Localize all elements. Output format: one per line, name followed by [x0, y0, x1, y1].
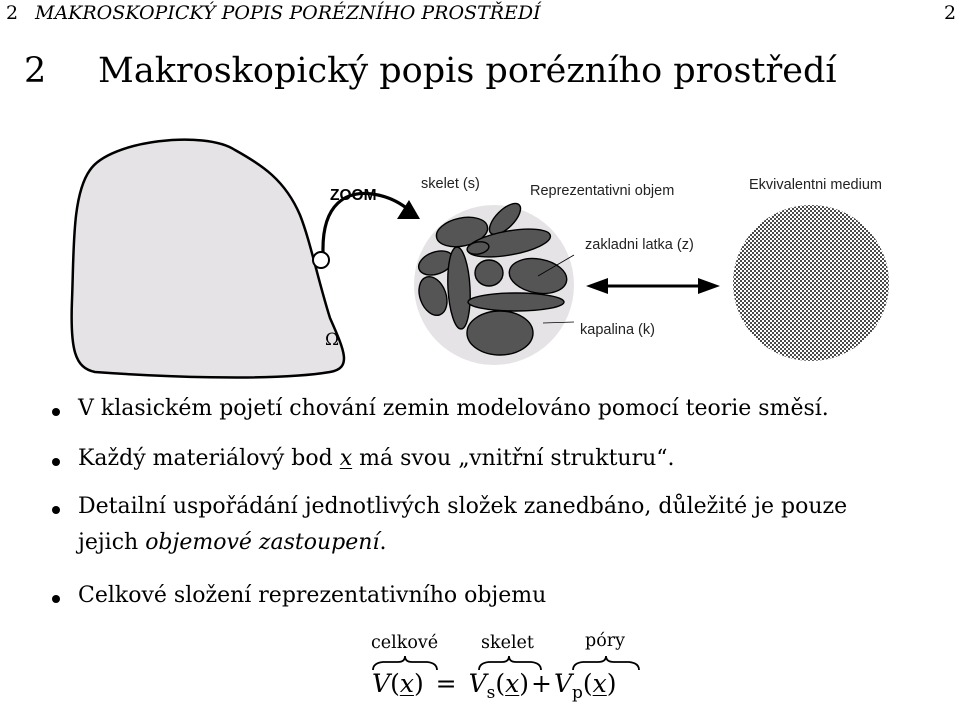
fluid-label: kapalina (k): [580, 322, 655, 338]
paren-right: ): [413, 669, 424, 698]
brace-skeleton: [478, 655, 542, 671]
omega-label: Ω: [325, 330, 340, 350]
section-title: Makroskopický popis porézního prostředí: [98, 51, 837, 91]
volume-equation: V(x) = Vs(x)+Vp(x): [372, 669, 617, 703]
running-header-section-number: 2: [6, 2, 19, 24]
section-number: 2: [24, 51, 47, 91]
matrix-label: zakladni latka (z): [585, 237, 694, 253]
bullet-text-start: Každý materiálový bod: [78, 446, 340, 471]
zoom-point: [312, 251, 330, 269]
label-pores: póry: [585, 631, 625, 651]
equivalence-arrowhead-right: [698, 278, 720, 294]
brace-pores: [572, 655, 640, 671]
symbol-pore-volume: V: [553, 669, 573, 698]
paren-left: (: [390, 669, 400, 698]
bullet-text: Celkové složení reprezentativního objemu: [78, 583, 547, 608]
page-number: 2: [944, 2, 957, 24]
bullet-marker: [52, 506, 60, 514]
zoom-label: ZOOM: [330, 187, 377, 204]
label-total: celkové: [371, 633, 439, 653]
paren-right: ): [606, 669, 617, 698]
rev-grains: [417, 202, 568, 356]
equivalent-medium-circle: [733, 205, 889, 361]
bullet-text-start: jejich: [78, 530, 146, 555]
subscript-skeleton: s: [486, 683, 496, 703]
equals-sign: =: [435, 669, 457, 698]
symbol-position: x: [505, 669, 520, 698]
plus-sign: +: [531, 669, 552, 698]
bullet-marker: [52, 595, 60, 603]
rev-label: Reprezentativni objem: [530, 183, 675, 199]
paren-left: (: [495, 669, 506, 698]
skelet-label: skelet (s): [421, 176, 480, 192]
brace-total: [372, 655, 438, 671]
paren-right: ): [519, 669, 529, 698]
subscript-pores: p: [572, 683, 583, 703]
symbol-total-volume: V: [372, 669, 391, 698]
bullet-text-continuation: jejich objemové zastoupení.: [78, 530, 386, 555]
bullet-text: V klasickém pojetí chování zemin modelov…: [78, 396, 829, 421]
omega-domain-shape: [70, 138, 346, 379]
matrix-pointer-line: [537, 254, 575, 277]
zoom-arrow: [321, 191, 412, 253]
bullet-text-end: .: [379, 530, 387, 555]
symbol-skeleton-volume: V: [468, 669, 487, 698]
bullet-text: Detailní uspořádání jednotlivých složek …: [78, 494, 848, 519]
label-skeleton: skelet: [481, 633, 534, 653]
symbol-position: x: [592, 669, 607, 698]
equivalent-medium-label: Ekvivalentni medium: [749, 177, 882, 193]
emphasis-text: objemové zastoupení: [145, 530, 380, 555]
symbol-position: x: [399, 669, 414, 698]
zoom-arrowhead: [397, 200, 420, 219]
bullet-text: Každý materiálový bod x má svou „vnitřní…: [78, 446, 675, 471]
bullet-text-end: má svou „vnitřní strukturu“.: [352, 446, 675, 471]
bullet-marker: [52, 458, 60, 466]
position-variable: x: [339, 446, 353, 471]
paren-left: (: [582, 669, 593, 698]
bullet-marker: [52, 408, 60, 416]
running-header-title: MAKROSKOPICKÝ POPIS PORÉZNÍHO PROSTŘEDÍ: [35, 2, 541, 24]
equivalence-arrowhead-left: [586, 278, 608, 294]
fluid-pointer-line: [542, 321, 575, 324]
